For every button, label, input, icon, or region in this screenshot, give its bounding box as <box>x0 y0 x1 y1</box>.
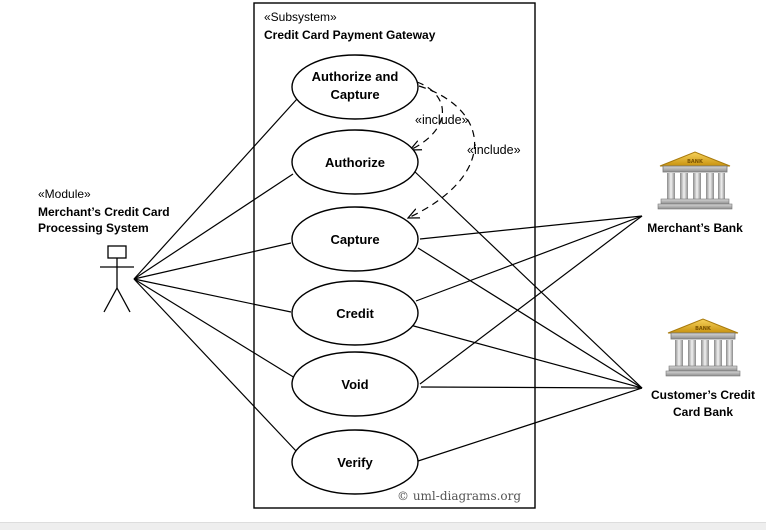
actor-module-name-line2: Processing System <box>38 221 149 235</box>
assoc-void-merchant-bank <box>419 215 643 385</box>
actor-module-name-line1: Merchant’s Credit Card <box>38 205 170 219</box>
bank-icon-text: BANK <box>695 326 712 332</box>
assoc-module-credit <box>133 278 292 313</box>
include-label-1: «include» <box>415 113 469 127</box>
assoc-capture-customer-bank <box>417 247 643 389</box>
use-case-label: Authorize <box>325 155 385 170</box>
use-case-ellipse[interactable] <box>291 429 419 495</box>
use-case-ellipse[interactable] <box>291 129 419 195</box>
module-associations <box>133 98 298 453</box>
merchant-bank-associations <box>415 215 643 385</box>
actor-customer-bank-name-line1: Customer’s Credit <box>651 388 755 402</box>
customer-bank-associations <box>409 169 643 463</box>
use-case-void[interactable]: Void <box>291 351 419 417</box>
use-case-label-line1: Authorize and <box>312 69 399 84</box>
bank-building-icon: BANK <box>657 151 733 210</box>
use-case-ellipse[interactable] <box>291 206 419 272</box>
use-case-capture[interactable]: Capture <box>291 206 419 272</box>
actor-merchant-bank[interactable]: BANK Merchant’s Bank <box>647 151 743 235</box>
use-case-ellipse[interactable] <box>291 54 419 120</box>
use-case-label: Credit <box>336 306 374 321</box>
use-case-authorize[interactable]: Authorize <box>291 129 419 195</box>
bottom-strip <box>0 522 766 530</box>
subsystem-stereotype: «Subsystem» <box>264 10 337 24</box>
use-case-authorize-and-capture[interactable]: Authorize and Capture <box>291 54 419 120</box>
include-arrow-capture <box>408 85 476 218</box>
use-case-label: Verify <box>337 455 373 470</box>
assoc-module-authorize <box>133 173 294 280</box>
actor-customer-bank[interactable]: BANK Customer’s Credit Card Bank <box>651 318 755 419</box>
assoc-credit-merchant-bank <box>415 215 643 302</box>
use-case-ellipse[interactable] <box>291 280 419 346</box>
assoc-authorize-customer-bank <box>412 169 643 389</box>
watermark: © uml-diagrams.org <box>397 489 521 503</box>
actor-module-stereotype: «Module» <box>38 187 91 201</box>
use-case-credit[interactable]: Credit <box>291 280 419 346</box>
bank-building-icon: BANK <box>665 318 741 377</box>
stick-figure-icon <box>100 245 134 313</box>
actor-merchant-bank-name: Merchant’s Bank <box>647 221 743 235</box>
assoc-capture-merchant-bank <box>419 215 643 240</box>
assoc-module-authorize-and-capture <box>133 98 298 280</box>
subsystem-name: Credit Card Payment Gateway <box>264 28 436 42</box>
assoc-module-verify <box>133 278 298 453</box>
assoc-credit-customer-bank <box>409 324 643 389</box>
bank-icon-text: BANK <box>687 159 704 165</box>
assoc-module-void <box>133 278 296 379</box>
include-label-2: «include» <box>467 143 521 157</box>
assoc-void-customer-bank <box>420 386 643 389</box>
use-case-label-line2: Capture <box>330 87 379 102</box>
assoc-verify-customer-bank <box>414 387 643 463</box>
use-case-label: Capture <box>330 232 379 247</box>
actor-module[interactable]: «Module» Merchant’s Credit Card Processi… <box>38 187 170 313</box>
assoc-module-capture <box>133 242 292 280</box>
use-case-ellipse[interactable] <box>291 351 419 417</box>
actor-customer-bank-name-line2: Card Bank <box>673 405 733 419</box>
use-case-label: Void <box>341 377 368 392</box>
subsystem-boundary <box>253 2 536 509</box>
use-case-verify[interactable]: Verify <box>291 429 419 495</box>
